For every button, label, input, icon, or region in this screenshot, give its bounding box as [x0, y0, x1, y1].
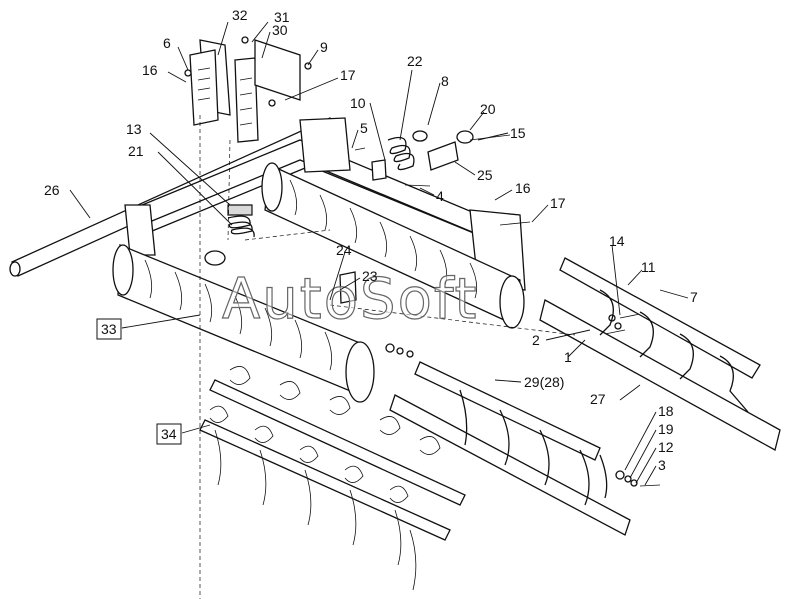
callout-4: 4: [436, 188, 444, 204]
callout-14: 14: [609, 233, 625, 249]
spring-21: [227, 204, 255, 238]
callout-32: 32: [232, 7, 248, 23]
callouts: 32 31 30 6 9 16 17 22 8 10 13 5 20 15 21…: [44, 7, 698, 473]
callout-33: 33: [101, 321, 117, 337]
callout-box-34: [156, 423, 182, 445]
callout-17-top: 17: [340, 67, 356, 83]
callout-6: 6: [163, 35, 171, 51]
rear-roller: [261, 162, 525, 329]
callout-16-mid: 16: [515, 180, 531, 196]
spring-22: [387, 136, 415, 171]
callout-19: 19: [658, 421, 674, 437]
watermark: AutoSoft: [222, 267, 479, 332]
callout-21: 21: [128, 143, 144, 159]
harrow-assembly-34: [199, 366, 466, 591]
callout-34: 34: [161, 426, 177, 442]
side-brackets: [189, 39, 351, 173]
callout-22: 22: [407, 53, 423, 69]
harrow-bar-29: [389, 361, 631, 536]
leader-lines: [69, 21, 689, 486]
callout-24: 24: [336, 242, 352, 258]
callout-5: 5: [360, 120, 368, 136]
callout-1: 1: [564, 349, 572, 365]
callout-23: 23: [362, 268, 378, 284]
callout-11: 11: [641, 259, 656, 275]
callout-box-33: [96, 318, 122, 340]
callout-7: 7: [690, 289, 698, 305]
callout-31: 31: [274, 9, 290, 25]
callout-2: 2: [532, 332, 540, 348]
callout-26: 26: [44, 182, 60, 198]
callout-20: 20: [480, 101, 496, 117]
callout-10: 10: [350, 95, 366, 111]
callout-9: 9: [320, 39, 328, 55]
callout-12: 12: [658, 439, 674, 455]
tine-bar-27: [539, 257, 781, 451]
callout-15: 15: [510, 125, 526, 141]
callout-29-28: 29(28): [524, 374, 564, 390]
callout-13: 13: [126, 121, 142, 137]
callout-27: 27: [590, 391, 606, 407]
front-roller: [112, 244, 375, 403]
callout-25: 25: [477, 167, 493, 183]
callout-8: 8: [441, 73, 449, 89]
callout-16-top: 16: [142, 62, 158, 78]
callout-30: 30: [272, 22, 288, 38]
alignment-lines: [199, 115, 576, 599]
callout-3: 3: [658, 457, 666, 473]
callout-17-mid: 17: [550, 195, 566, 211]
callout-18: 18: [658, 403, 674, 419]
bushings: [204, 130, 474, 304]
